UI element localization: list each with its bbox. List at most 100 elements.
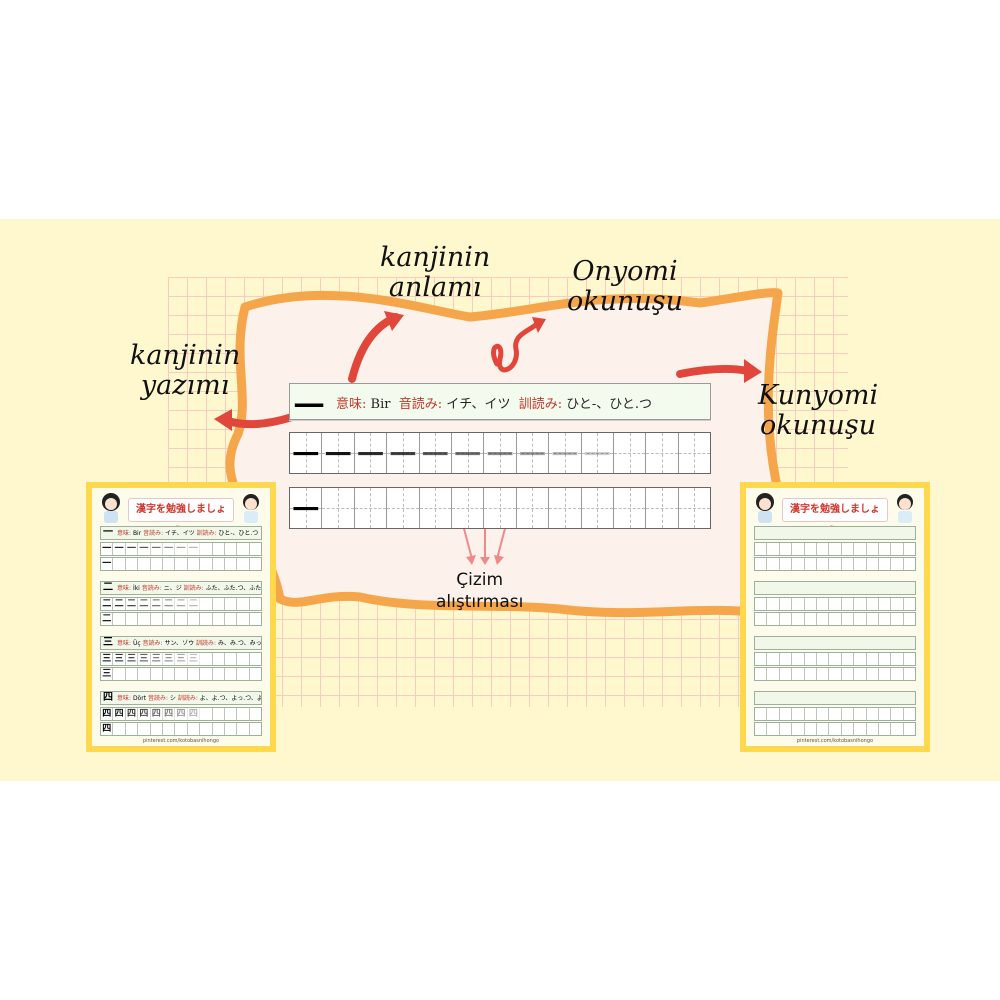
worksheet-cell[interactable] xyxy=(904,598,915,610)
worksheet-cell[interactable]: 三 xyxy=(126,653,139,665)
worksheet-cell[interactable] xyxy=(767,543,780,555)
worksheet-cell[interactable] xyxy=(854,598,867,610)
worksheet-cell[interactable]: 二 xyxy=(101,598,114,610)
worksheet-cell[interactable] xyxy=(200,668,213,680)
worksheet-cell[interactable]: 二 xyxy=(188,598,201,610)
worksheet-cell[interactable] xyxy=(829,613,842,625)
worksheet-cell[interactable] xyxy=(842,613,855,625)
worksheet-cell[interactable] xyxy=(904,653,915,665)
worksheet-cell[interactable] xyxy=(879,598,892,610)
worksheet-cell[interactable] xyxy=(213,708,225,720)
worksheet-cell[interactable] xyxy=(805,653,817,665)
worksheet-cell[interactable] xyxy=(250,543,261,555)
worksheet-cell[interactable] xyxy=(780,723,793,735)
worksheet-cell[interactable] xyxy=(175,613,188,625)
worksheet-cell[interactable] xyxy=(767,598,780,610)
worksheet-cell[interactable] xyxy=(904,668,915,680)
worksheet-cell[interactable]: 二 xyxy=(175,598,188,610)
worksheet-cell[interactable] xyxy=(780,558,793,570)
worksheet-cell[interactable] xyxy=(250,653,261,665)
practice-cell[interactable] xyxy=(322,488,355,528)
worksheet-cell[interactable]: 二 xyxy=(163,598,176,610)
worksheet-cell[interactable] xyxy=(163,558,176,570)
worksheet-cell[interactable] xyxy=(755,708,768,720)
worksheet-cell[interactable]: 一 xyxy=(126,543,139,555)
worksheet-cell[interactable] xyxy=(200,653,213,665)
worksheet-cell[interactable] xyxy=(767,653,780,665)
worksheet-cell[interactable] xyxy=(879,558,892,570)
worksheet-cell[interactable] xyxy=(842,708,855,720)
worksheet-cell[interactable] xyxy=(250,708,261,720)
worksheet-cell[interactable] xyxy=(829,708,842,720)
worksheet-cell[interactable] xyxy=(755,613,768,625)
worksheet-cell[interactable] xyxy=(213,558,225,570)
worksheet-cell[interactable]: 一 xyxy=(138,543,151,555)
worksheet-cell[interactable] xyxy=(250,613,261,625)
worksheet-cell[interactable]: 三 xyxy=(175,653,188,665)
worksheet-cell[interactable]: 二 xyxy=(101,613,114,625)
worksheet-cell[interactable] xyxy=(805,543,817,555)
worksheet-cell[interactable] xyxy=(188,558,201,570)
tracing-cell[interactable] xyxy=(678,433,711,473)
worksheet-cell[interactable] xyxy=(237,708,250,720)
worksheet-cell[interactable] xyxy=(829,668,842,680)
worksheet-cell[interactable] xyxy=(792,543,805,555)
worksheet-cell[interactable] xyxy=(113,723,126,735)
worksheet-cell[interactable] xyxy=(780,668,793,680)
practice-cell[interactable] xyxy=(581,488,614,528)
worksheet-cell[interactable] xyxy=(867,653,879,665)
practice-cell[interactable] xyxy=(451,488,485,528)
worksheet-cell[interactable] xyxy=(867,598,879,610)
worksheet-cell[interactable] xyxy=(891,558,904,570)
worksheet-cell[interactable]: 一 xyxy=(113,543,126,555)
worksheet-cell[interactable] xyxy=(237,653,250,665)
worksheet-cell[interactable] xyxy=(188,723,201,735)
worksheet-cell[interactable] xyxy=(792,723,805,735)
worksheet-cell[interactable] xyxy=(817,653,830,665)
worksheet-cell[interactable]: 一 xyxy=(163,543,176,555)
worksheet-cell[interactable] xyxy=(213,653,225,665)
practice-cell[interactable] xyxy=(354,488,388,528)
worksheet-cell[interactable]: 三 xyxy=(138,653,151,665)
worksheet-cell[interactable]: 一 xyxy=(101,558,114,570)
tracing-cell[interactable]: 一 xyxy=(581,433,614,473)
worksheet-cell[interactable] xyxy=(879,668,892,680)
worksheet-cell[interactable] xyxy=(879,723,892,735)
worksheet-cell[interactable] xyxy=(780,653,793,665)
worksheet-cell[interactable] xyxy=(805,668,817,680)
worksheet-cell[interactable] xyxy=(213,543,225,555)
worksheet-cell[interactable] xyxy=(867,613,879,625)
worksheet-cell[interactable]: 四 xyxy=(126,708,139,720)
worksheet-cell[interactable] xyxy=(891,668,904,680)
worksheet-cell[interactable] xyxy=(188,668,201,680)
practice-cell[interactable] xyxy=(549,488,582,528)
worksheet-cell[interactable] xyxy=(879,543,892,555)
worksheet-cell[interactable] xyxy=(126,668,139,680)
worksheet-cell[interactable] xyxy=(829,598,842,610)
worksheet-cell[interactable] xyxy=(867,543,879,555)
worksheet-cell[interactable] xyxy=(138,558,151,570)
worksheet-cell[interactable] xyxy=(200,543,213,555)
worksheet-cell[interactable] xyxy=(792,613,805,625)
worksheet-cell[interactable] xyxy=(854,723,867,735)
worksheet-cell[interactable] xyxy=(200,598,213,610)
tracing-cell[interactable]: 一 xyxy=(451,433,485,473)
worksheet-cell[interactable]: 三 xyxy=(163,653,176,665)
worksheet-cell[interactable] xyxy=(225,613,238,625)
worksheet-cell[interactable] xyxy=(755,543,768,555)
worksheet-cell[interactable] xyxy=(891,723,904,735)
practice-cell[interactable] xyxy=(419,488,452,528)
tracing-cell[interactable]: 一 xyxy=(387,433,420,473)
worksheet-cell[interactable] xyxy=(792,653,805,665)
worksheet-cell[interactable] xyxy=(755,668,768,680)
worksheet-cell[interactable] xyxy=(237,543,250,555)
worksheet-cell[interactable] xyxy=(805,558,817,570)
worksheet-cell[interactable] xyxy=(175,558,188,570)
worksheet-cell[interactable] xyxy=(163,613,176,625)
worksheet-cell[interactable]: 四 xyxy=(113,708,126,720)
worksheet-cell[interactable] xyxy=(867,668,879,680)
worksheet-cell[interactable]: 一 xyxy=(151,543,163,555)
worksheet-cell[interactable] xyxy=(113,668,126,680)
worksheet-cell[interactable] xyxy=(250,558,261,570)
worksheet-cell[interactable] xyxy=(817,723,830,735)
